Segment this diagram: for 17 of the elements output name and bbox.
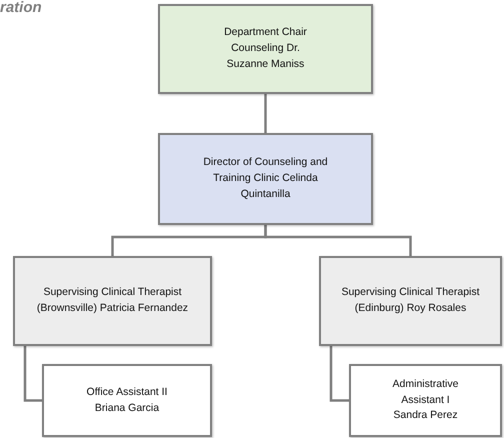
box-text: Director of Counseling and Training Clinic Celinda Quintanilla: [202, 155, 329, 202]
org-box: [13, 256, 212, 346]
org-box: [319, 256, 502, 346]
box-text: Department Chair Counseling Dr. Suzanne Maniss: [223, 25, 308, 72]
connector-line: [264, 225, 412, 256]
connector-line: [24, 346, 42, 402]
org-box: [158, 4, 373, 94]
heading-fragment: ration: [0, 0, 42, 16]
box-text: Supervising Clinical Therapist (Brownsville) Patricia Fernandez: [36, 285, 190, 316]
box-text: Office Assistant II Briana Garcia: [86, 384, 168, 416]
org-box: [349, 364, 502, 437]
connector-line: [330, 346, 349, 402]
connector-line: [264, 94, 267, 133]
org-box: [158, 133, 373, 225]
box-text: Supervising Clinical Therapist (Edinburg) Roy Rosales: [340, 285, 481, 316]
box-text: Administrative Assistant I Sandra Perez: [392, 376, 460, 424]
org-box: [42, 364, 212, 437]
